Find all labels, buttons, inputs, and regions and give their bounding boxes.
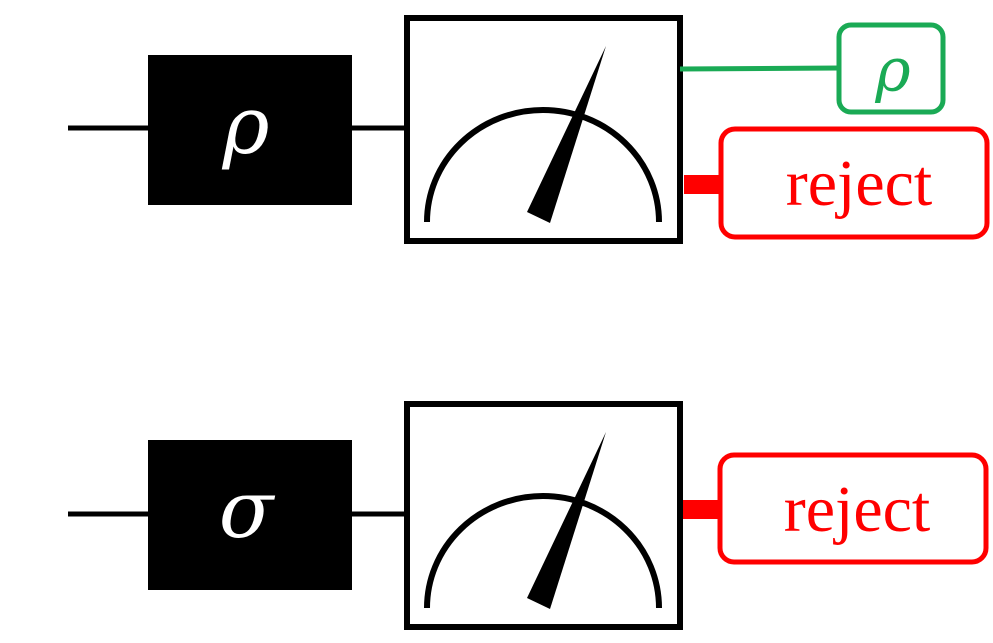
state-label: σ: [219, 463, 276, 556]
measurement-meter-icon: [404, 15, 683, 244]
accept-wire: [679, 65, 841, 72]
reject-output: reject: [684, 126, 990, 240]
measurement-meter-icon: [404, 401, 683, 630]
accept-output: ρ: [679, 22, 946, 115]
accept-output-box: [836, 22, 946, 115]
state-box: [148, 55, 352, 205]
state-label: ρ: [221, 79, 269, 172]
reject-output: reject: [683, 452, 989, 565]
reject-wire: [684, 175, 722, 194]
circuit-bottom: σ reject: [68, 401, 989, 630]
reject-output-box: [717, 452, 989, 565]
reject-output-label: reject: [784, 473, 931, 546]
circuit-top: ρ ρ reject: [68, 15, 990, 244]
accept-output-label: ρ: [874, 36, 910, 106]
state-box: [148, 440, 352, 590]
reject-output-box: [718, 126, 990, 240]
reject-output-label: reject: [786, 147, 933, 220]
reject-wire: [683, 500, 721, 519]
